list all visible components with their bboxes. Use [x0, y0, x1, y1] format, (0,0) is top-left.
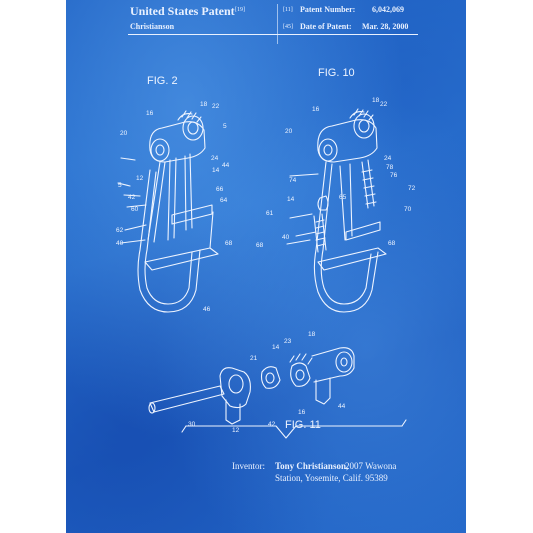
ref10-24: 24 — [384, 155, 392, 162]
ref-12: 12 — [136, 175, 144, 182]
ref11-30: 30 — [188, 421, 196, 428]
ref10-40: 68 — [256, 242, 264, 249]
ref-68: 68 — [225, 240, 233, 247]
ref-16: 16 — [146, 110, 154, 117]
patent-title: United States Patent — [130, 4, 235, 18]
figure-label-fig2: FIG. 2 — [147, 75, 178, 87]
ref11-16: 16 — [298, 409, 306, 416]
ref-20: 20 — [120, 130, 128, 137]
ref11-42: 42 — [268, 421, 276, 428]
figure-label-fig10: FIG. 10 — [318, 67, 355, 79]
ref10-74b: 14 — [287, 196, 295, 203]
inventor-surname: Christianson — [130, 22, 175, 31]
reference-numbers: 18 16 22 5 20 24 44 12 14 5 66 42 64 60 … — [116, 97, 416, 434]
ref-14: 14 — [212, 167, 220, 174]
blueprint-sheet — [66, 0, 466, 533]
ref-18: 18 — [200, 101, 208, 108]
ref-66: 66 — [216, 186, 224, 193]
inventor-name: Tony Christianson, — [275, 461, 349, 471]
ref10-70: 61 — [266, 210, 274, 217]
ref10-18: 18 — [372, 97, 380, 104]
inventor-address-line1: 2007 Wawona — [345, 461, 397, 471]
fig11-drawing — [148, 347, 407, 439]
fig2-drawing — [117, 110, 219, 313]
patent-number: 6,042,069 — [372, 5, 404, 14]
ref10-14: 65 — [339, 194, 347, 201]
inventor-address-line2: Station, Yosemite, Calif. 95389 — [275, 473, 388, 483]
ref-42: 42 — [128, 194, 136, 201]
ref10-72: 72 — [408, 185, 416, 192]
ref10-68: 68 — [388, 240, 396, 247]
ref-22: 22 — [212, 103, 220, 110]
header-column-divider — [277, 4, 278, 44]
ref10-61: 40 — [282, 234, 290, 241]
ref11-18: 18 — [308, 331, 316, 338]
ref10-78: 78 — [386, 164, 394, 171]
ref-40: 40 — [116, 240, 124, 247]
ref11-14: 14 — [272, 344, 280, 351]
ref-62: 62 — [116, 227, 124, 234]
ref10-22: 22 — [380, 101, 388, 108]
ref11-23: 23 — [284, 338, 292, 345]
ref11-44: 44 — [338, 403, 346, 410]
ref-64: 64 — [220, 197, 228, 204]
ref10-16: 16 — [312, 106, 320, 113]
ref-5b: 5 — [118, 182, 122, 189]
ref-44: 44 — [222, 162, 230, 169]
date-label: Date of Patent: — [300, 22, 352, 31]
date-ref: [45] — [283, 24, 293, 30]
ref-46: 46 — [203, 306, 211, 313]
ref-60: 60 — [131, 206, 139, 213]
ref10-20: 20 — [285, 128, 293, 135]
fig10-drawing — [286, 108, 387, 313]
patent-number-ref: [11] — [283, 7, 293, 13]
ref-24: 24 — [211, 155, 219, 162]
ref10-76: 76 — [390, 172, 398, 179]
patent-date: Mar. 28, 2000 — [362, 22, 409, 31]
header-divider — [128, 34, 418, 35]
patent-title-ref: [19] — [235, 7, 245, 13]
ref11-12: 12 — [232, 427, 240, 434]
inventor-label: Inventor: — [232, 461, 265, 471]
ref10-65: 70 — [404, 206, 412, 213]
ref11-21: 21 — [250, 355, 258, 362]
ref10-74: 74 — [289, 177, 297, 184]
ref-5: 5 — [223, 123, 227, 130]
patent-number-label: Patent Number: — [300, 5, 356, 14]
